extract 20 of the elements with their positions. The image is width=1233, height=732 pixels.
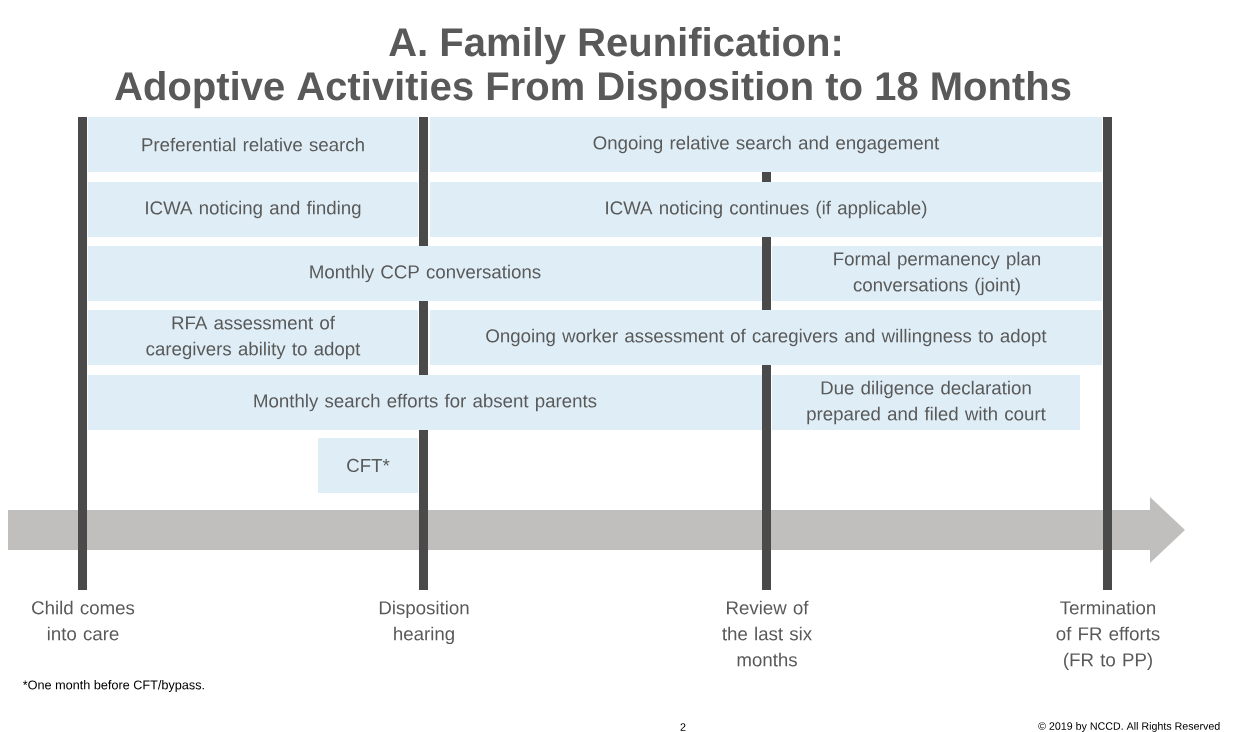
title: Adoptive Activities From Disposition to 18 Months: [115, 71, 1071, 109]
milestone-label: Termination of FR efforts (FR to PP): [1056, 600, 1160, 671]
activity-box: Monthly CCP conversations: [88, 246, 762, 301]
activity-box: Preferential relative search: [88, 117, 418, 172]
activity-box: Ongoing worker assessment of caregivers and willingness to adopt: [430, 310, 1102, 365]
footnote: *One month before CFT/bypass.: [22, 680, 204, 692]
activity-box: CFT*: [318, 438, 418, 493]
milestone-label: Child comes into care: [32, 600, 135, 641]
activity-box: Due diligence declaration prepared and filed with court: [772, 375, 1080, 430]
page-number: 2: [680, 723, 686, 731]
activity-box: ICWA noticing and finding: [88, 182, 418, 237]
milestone-label: Disposition hearing: [379, 600, 469, 645]
activity-box: Monthly search efforts for absent parents: [88, 375, 762, 430]
title: A. Family Reunification:: [389, 27, 840, 65]
activity-box: ICWA noticing continues (if applicable): [430, 182, 1102, 237]
milestone-label: Review of the last six months: [722, 600, 812, 667]
copyright-notice: © 2019 by NCCD. All Rights Reserved: [1038, 722, 1220, 732]
activity-box: RFA assessment of caregivers ability to adopt: [88, 310, 418, 365]
activity-box: Ongoing relative search and engagement: [430, 117, 1102, 172]
activity-box: Formal permanency plan conversations (joint): [772, 246, 1102, 301]
